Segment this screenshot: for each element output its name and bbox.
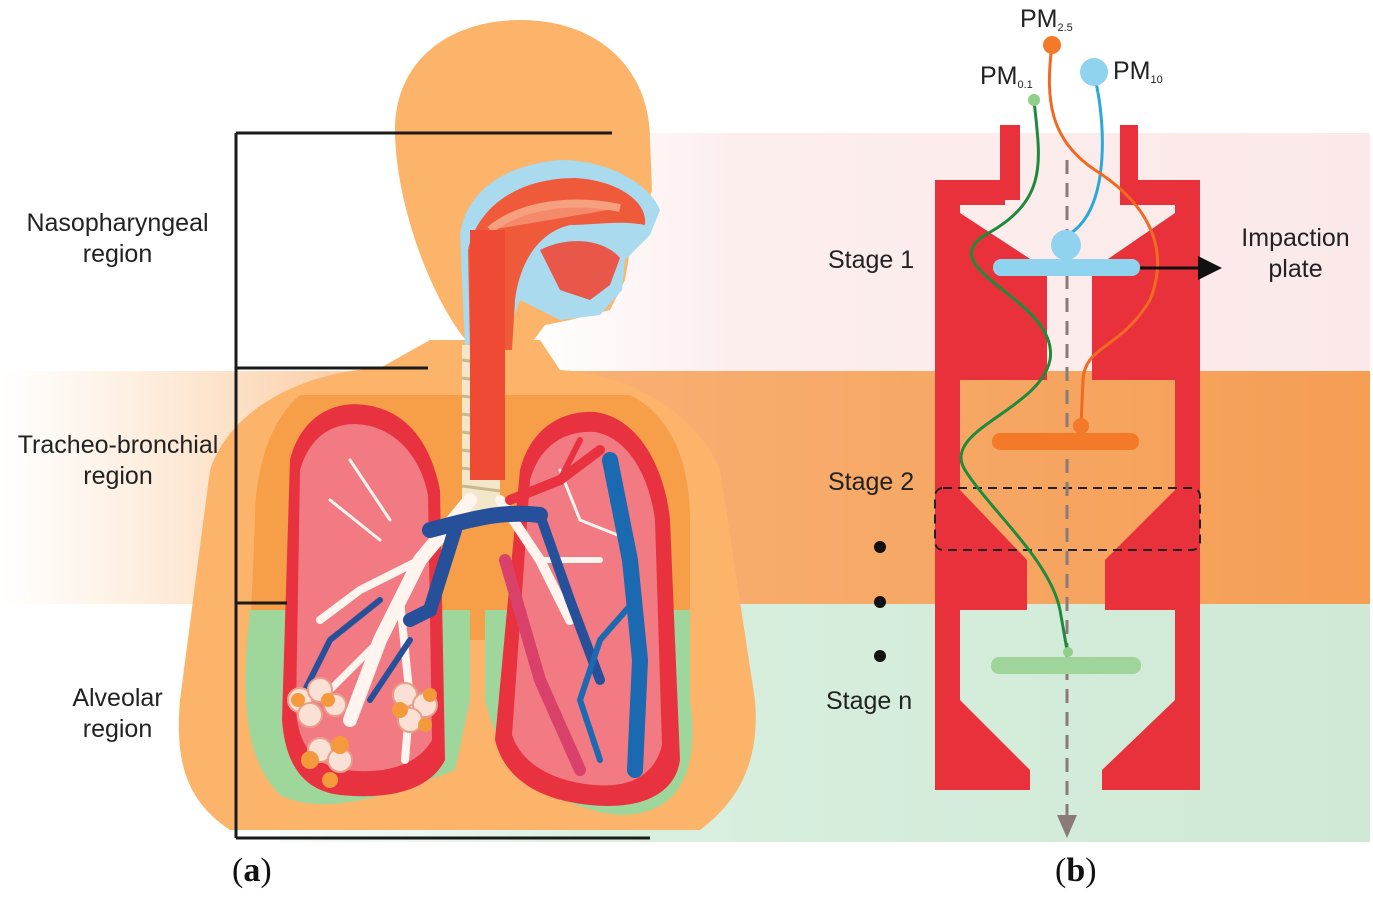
impaction-plate-2 — [992, 433, 1139, 450]
impaction-plate-label-line2: plate — [1268, 255, 1323, 283]
alveolar-label-line2: region — [82, 715, 153, 743]
pm25-particle — [1043, 36, 1061, 54]
pm01-label-sub: 0.1 — [1017, 79, 1033, 91]
ellipsis-dot — [874, 650, 886, 662]
panel-a-open: ( — [232, 852, 244, 889]
ellipsis-dot — [874, 596, 886, 608]
pm01-label: PM0.1 — [980, 62, 1033, 91]
impaction-plate-label-line1: Impaction — [1241, 224, 1350, 252]
tracheobronchial-label-line2: region — [83, 462, 153, 490]
flow-arrow-head — [1057, 815, 1077, 838]
cascade-impactor — [935, 125, 1200, 790]
pm25-label: PM2.5 — [1020, 5, 1073, 34]
panel-b-close: ) — [1085, 852, 1097, 889]
region-brackets — [234, 131, 650, 840]
alveolar-label-line1: Alveolar — [72, 684, 163, 712]
impaction-arrow-head — [1198, 256, 1222, 280]
panel-a-close: ) — [260, 852, 272, 889]
pm10-particle — [1080, 58, 1108, 86]
pm25-label-sub: 2.5 — [1057, 22, 1073, 34]
stage-2-label: Stage 2 — [828, 468, 915, 496]
nasopharyngeal-label: Nasopharyngeal region — [5, 208, 230, 270]
pm01-label-base: PM — [980, 62, 1018, 90]
human-body — [178, 20, 756, 830]
panel-b-letter: b — [1066, 852, 1086, 889]
pm01-particle — [1028, 94, 1040, 106]
panel-label-a: (a) — [232, 852, 272, 890]
panel-label-b: (b) — [1055, 852, 1097, 890]
pm10-label-sub: 10 — [1150, 74, 1163, 86]
impaction-plate-label: Impaction plate — [1228, 223, 1363, 285]
pm25-label-base: PM — [1020, 5, 1058, 33]
stage-n-label: Stage n — [826, 687, 913, 715]
tracheobronchial-label-line1: Tracheo-bronchial — [17, 431, 219, 459]
nasopharyngeal-label-line2: region — [82, 240, 153, 268]
stage-1-label: Stage 1 — [828, 246, 915, 274]
pm10-label: PM10 — [1113, 57, 1163, 86]
impaction-plate-1 — [993, 259, 1140, 276]
alveoli-clusters — [287, 677, 438, 788]
nasopharyngeal-label-line1: Nasopharyngeal — [26, 209, 209, 237]
pm01-deposited — [1063, 647, 1073, 657]
panel-a-letter: a — [243, 852, 261, 889]
pm25-trajectory — [1047, 44, 1160, 426]
pm25-deposited — [1073, 418, 1089, 434]
tracheobronchial-label: Tracheo-bronchial region — [0, 430, 236, 492]
alveolar-label: Alveolar region — [5, 683, 230, 745]
pm10-label-base: PM — [1113, 57, 1151, 85]
pm01-trajectory — [959, 99, 1069, 651]
pm10-deposited — [1051, 230, 1081, 260]
impaction-plate-n — [991, 657, 1141, 674]
panel-b-open: ( — [1055, 852, 1067, 889]
ellipsis-dot — [874, 541, 886, 553]
